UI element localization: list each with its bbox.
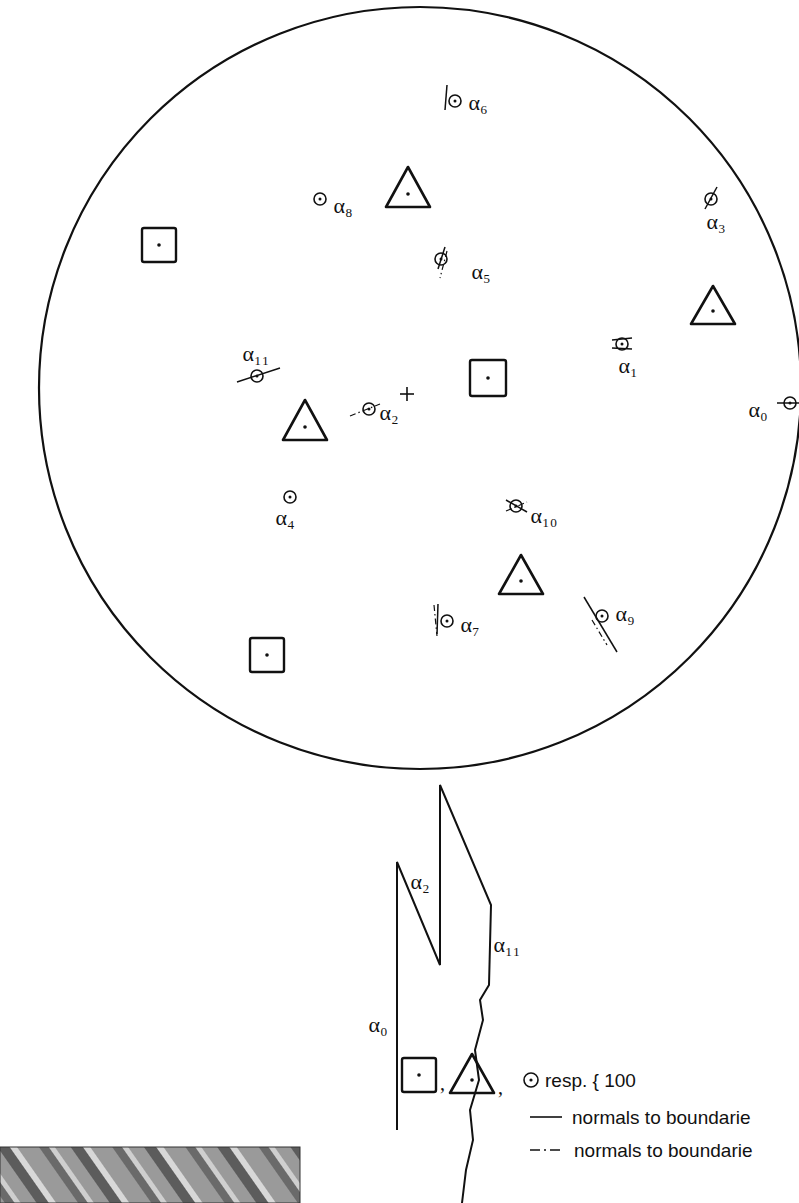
pole-label: α₈ (333, 195, 352, 217)
triangle-poles (283, 167, 735, 594)
square-poles (142, 228, 506, 672)
pole-label: α₁ (618, 355, 637, 377)
boundary-label: α₁₁ (494, 934, 521, 956)
legend-samples: , , (402, 1054, 564, 1150)
square-pole-dots (157, 243, 490, 657)
pole-label: α₆ (468, 92, 487, 114)
projection-circle (39, 7, 799, 769)
pole-label: α₃ (706, 211, 725, 233)
svg-text:,: , (440, 1072, 445, 1094)
micrograph (0, 1147, 300, 1203)
boundary-normals-solid (237, 85, 799, 652)
pole-label: α₁₁ (243, 343, 270, 365)
pole-label: α₂ (379, 402, 398, 424)
triangle-pole-dots (303, 192, 715, 583)
pole-label: α₉ (615, 603, 634, 625)
circle-pole-dots (256, 100, 792, 623)
pole-label: α₀ (748, 399, 767, 421)
pole-label: α₅ (471, 261, 490, 283)
center-mark (400, 387, 414, 401)
pole-label: α₇ (460, 614, 479, 636)
boundary-normals-dashdot (350, 251, 607, 645)
boundary-label: α₀ (368, 1014, 387, 1036)
legend-text: normals to boundarie (574, 1141, 753, 1160)
pole-label: α₄ (275, 507, 294, 529)
boundary-sketch (397, 785, 491, 1203)
circle-poles (251, 95, 796, 627)
pole-label: α₁₀ (531, 505, 558, 527)
svg-text:,: , (498, 1076, 503, 1098)
legend-text: normals to boundarie (572, 1108, 751, 1127)
boundary-label: α₂ (410, 871, 429, 893)
legend-text: resp. { 100 (545, 1071, 636, 1090)
